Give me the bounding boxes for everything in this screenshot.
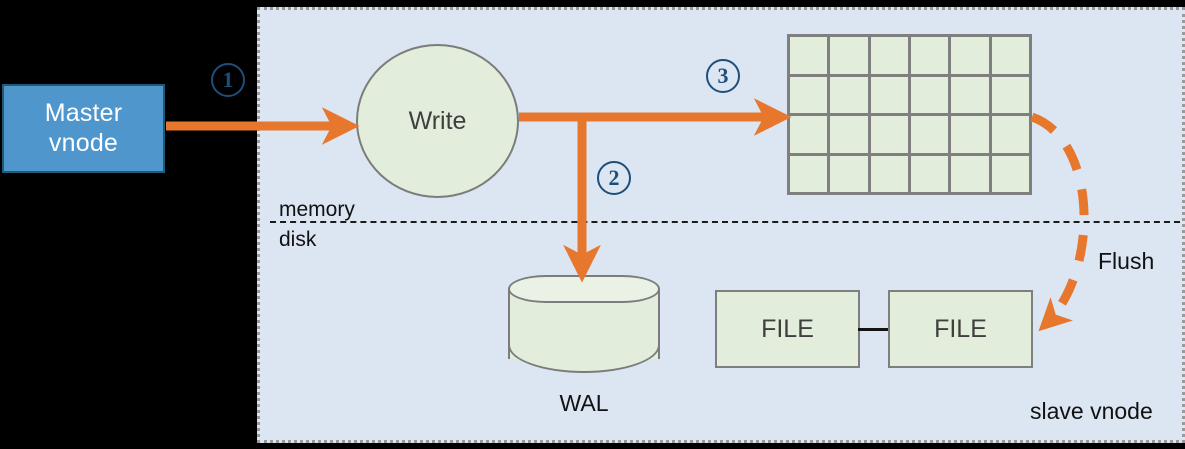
disk-label: disk xyxy=(279,228,317,251)
memtable-cell xyxy=(870,37,908,74)
write-node[interactable]: Write xyxy=(356,44,519,198)
memtable-cell xyxy=(830,76,868,113)
write-node-label: Write xyxy=(408,106,467,135)
step-badge-3: 3 xyxy=(706,59,740,93)
memtable-cell xyxy=(910,116,949,153)
memory-label: memory xyxy=(279,198,355,221)
memtable-cell xyxy=(951,155,989,192)
memtable-cell xyxy=(790,155,828,192)
memtable-cell xyxy=(830,155,868,192)
master-vnode-label: Master vnode xyxy=(44,99,123,157)
memtable-cell xyxy=(790,76,828,113)
master-vnode-box[interactable]: Master vnode xyxy=(2,84,165,173)
memtable-cell xyxy=(870,155,908,192)
flush-label: Flush xyxy=(1098,248,1155,274)
step-badge-1: 1 xyxy=(211,63,245,97)
memtable-cell xyxy=(991,116,1029,153)
file-box-1-label: FILE xyxy=(761,314,814,343)
memtable-cell xyxy=(830,116,868,153)
memtable-cell xyxy=(830,37,868,74)
memtable-cell xyxy=(951,37,989,74)
memtable-cell xyxy=(991,76,1029,113)
memtable-cell xyxy=(790,116,828,153)
memtable-cell xyxy=(910,37,949,74)
memtable-cell xyxy=(951,76,989,113)
memtable-cell xyxy=(870,76,908,113)
memory-disk-divider xyxy=(270,221,1180,223)
file-box-2-label: FILE xyxy=(934,314,987,343)
memtable-cell xyxy=(910,155,949,192)
wal-cylinder-bottom xyxy=(508,345,660,373)
file-box-1[interactable]: FILE xyxy=(715,290,860,368)
wal-cylinder[interactable] xyxy=(508,275,660,373)
file-connector-line xyxy=(858,328,890,331)
file-box-2[interactable]: FILE xyxy=(888,290,1033,368)
slave-vnode-label: slave vnode xyxy=(1030,398,1153,424)
wal-cylinder-top xyxy=(508,275,660,303)
wal-label: WAL xyxy=(559,390,609,416)
memtable-cell xyxy=(951,116,989,153)
memtable-cell xyxy=(790,37,828,74)
memtable-cell xyxy=(991,155,1029,192)
memtable-cell xyxy=(870,116,908,153)
memtable-cell xyxy=(910,76,949,113)
memtable-cell xyxy=(991,37,1029,74)
memtable-grid[interactable] xyxy=(787,34,1032,195)
step-badge-2: 2 xyxy=(597,161,631,195)
